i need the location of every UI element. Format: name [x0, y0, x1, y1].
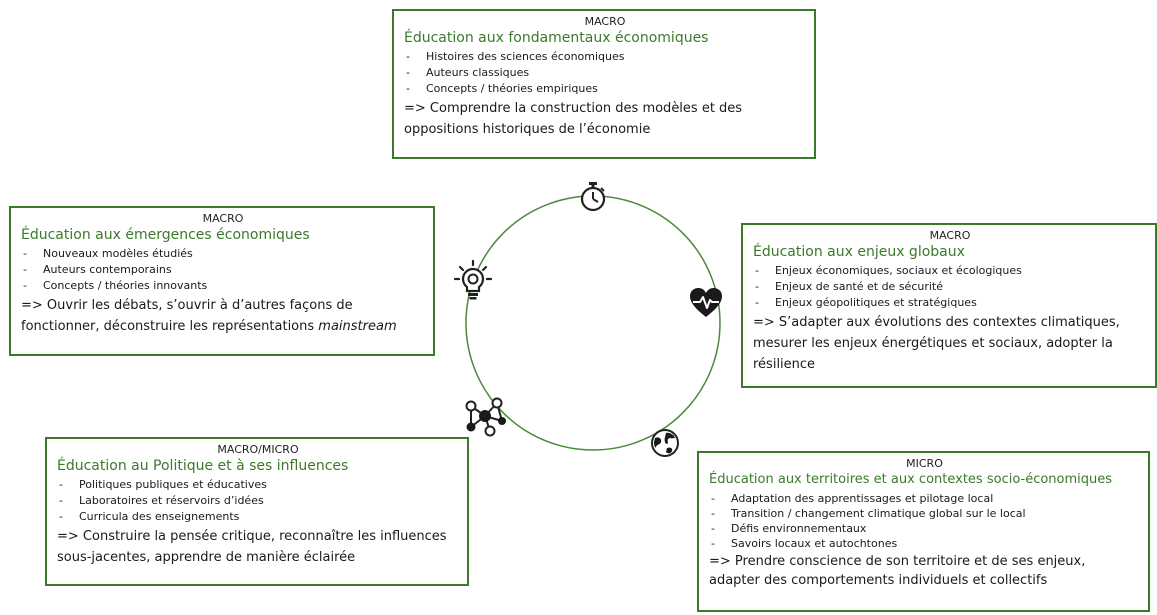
emphasis-text: mainstream — [318, 319, 397, 334]
box-conclusion: => Prendre conscience de son territoire … — [709, 554, 1086, 588]
list-item: Enjeux de santé et de sécurité — [753, 279, 1147, 295]
list-item: Curricula des enseignements — [57, 509, 459, 525]
box-fundamentals: MACRO Éducation aux fondamentaux économi… — [392, 9, 816, 159]
box-title: Éducation aux fondamentaux économiques — [404, 30, 709, 46]
box-title: Éducation aux enjeux globaux — [753, 244, 965, 260]
stopwatch-icon — [580, 182, 606, 212]
box-global-issues: MACRO Éducation aux enjeux globaux Enjeu… — [741, 223, 1157, 388]
network-icon — [465, 397, 506, 437]
box-emergences: MACRO Éducation aux émergences économiqu… — [9, 206, 435, 356]
box-title: Éducation aux territoires et aux context… — [709, 472, 1113, 487]
list-item: Défis environnementaux — [709, 521, 1140, 536]
list-item: Enjeux économiques, sociaux et écologiqu… — [753, 263, 1147, 279]
list-item: Laboratoires et réservoirs d’idées — [57, 493, 459, 509]
box-tag: MACRO/MICRO — [217, 443, 299, 456]
box-conclusion: => Comprendre la construction des modèle… — [404, 101, 743, 137]
box-territories: MICRO Éducation aux territoires et aux c… — [697, 451, 1150, 612]
list-item: Histoires des sciences économiques — [404, 49, 806, 65]
box-conclusion: => Construire la pensée critique, reconn… — [57, 529, 447, 565]
box-tag: MACRO — [202, 212, 244, 225]
list-item: Auteurs contemporains — [21, 262, 425, 278]
list-item: Politiques publiques et éducatives — [57, 477, 459, 493]
list-item: Auteurs classiques — [404, 65, 806, 81]
box-tag: MICRO — [906, 457, 943, 470]
box-tag: MACRO — [584, 15, 626, 28]
box-conclusion: => S’adapter aux évolutions des contexte… — [753, 315, 1120, 372]
list-item: Transition / changement climatique globa… — [709, 506, 1140, 521]
list-item: Adaptation des apprentissages et pilotag… — [709, 491, 1140, 506]
list-item: Concepts / théories innovants — [21, 278, 425, 294]
list-item: Enjeux géopolitiques et stratégiques — [753, 295, 1147, 311]
list-item: Savoirs locaux et autochtones — [709, 536, 1140, 551]
list-item: Concepts / théories empiriques — [404, 81, 806, 97]
heartbeat-icon — [690, 288, 722, 317]
globe-icon — [651, 429, 679, 457]
box-conclusion: => Ouvrir les débats, s’ouvrir à d’autre… — [21, 298, 397, 334]
box-tag: MACRO — [929, 229, 971, 242]
box-politics: MACRO/MICRO Éducation au Politique et à … — [45, 437, 469, 586]
box-title: Éducation au Politique et à ses influenc… — [57, 458, 349, 474]
box-title: Éducation aux émergences économiques — [21, 227, 310, 243]
lightbulb-icon — [453, 259, 493, 300]
list-item: Nouveaux modèles étudiés — [21, 246, 425, 262]
